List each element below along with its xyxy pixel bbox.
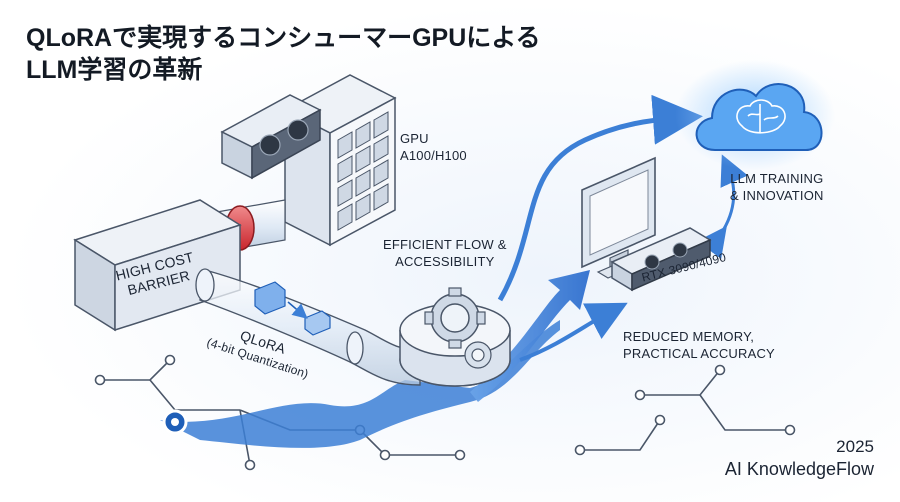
- flow-arrow-thin: [519, 302, 628, 362]
- footer: 2025 AI KnowledgeFlow: [725, 436, 874, 480]
- gear-icon: [399, 287, 511, 387]
- flow-label: EFFICIENT FLOW & ACCESSIBILITY: [383, 236, 507, 270]
- flow-label-line-2: ACCESSIBILITY: [395, 254, 495, 269]
- memory-label-line-2: PRACTICAL ACCURACY: [623, 346, 775, 361]
- footer-year: 2025: [836, 437, 874, 456]
- llm-training-label: LLM TRAINING & INNOVATION: [730, 170, 824, 204]
- gpu-label: GPU A100/H100: [400, 130, 467, 164]
- title-line-1: QLoRAで実現するコンシューマーGPUによる: [26, 24, 541, 52]
- data-stream: [160, 320, 560, 448]
- qlora-pipe: [195, 268, 421, 386]
- flow-label-line-1: EFFICIENT FLOW &: [383, 237, 507, 252]
- title-line-2: LLM学習の革新: [26, 56, 203, 84]
- bidirectional-arrow: [697, 154, 748, 259]
- memory-label-line-1: REDUCED MEMORY,: [623, 329, 755, 344]
- server-rack-icon: [283, 74, 397, 247]
- graphics-card-icon: [610, 227, 712, 292]
- llm-training-label-line-2: & INNOVATION: [730, 188, 824, 203]
- gpu-label-line-1: GPU: [400, 131, 429, 146]
- footer-brand: AI KnowledgeFlow: [724, 459, 874, 479]
- datacenter-gpu-icon: [220, 94, 322, 180]
- gpu-label-line-2: A100/H100: [400, 148, 467, 163]
- cloud-brain-icon: [675, 60, 835, 170]
- llm-training-label-line-1: LLM TRAINING: [730, 171, 824, 186]
- page-title: QLoRAで実現するコンシューマーGPUによる LLM学習の革新: [26, 22, 541, 86]
- memory-label: REDUCED MEMORY, PRACTICAL ACCURACY: [623, 328, 775, 362]
- cost-barrier-block: [73, 199, 242, 332]
- flow-arrow-to-cloud: [497, 94, 703, 302]
